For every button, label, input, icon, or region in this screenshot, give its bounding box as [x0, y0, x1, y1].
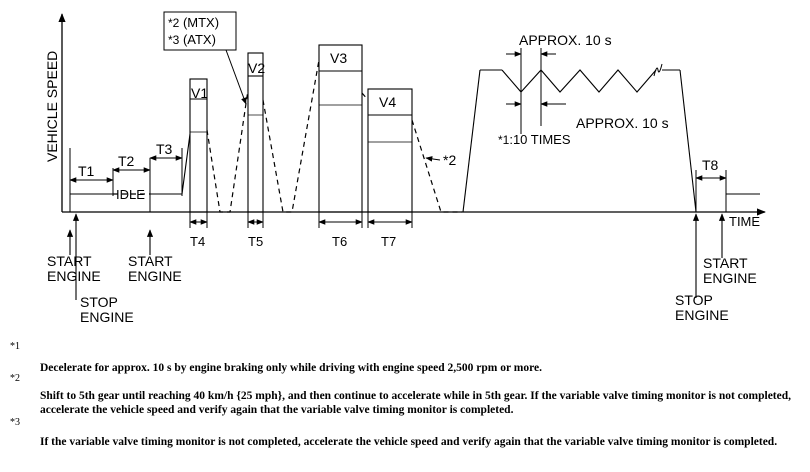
time-label-t7: T7 — [381, 234, 396, 249]
star2-label: *2 — [443, 152, 456, 168]
speed-label-v1: V1 — [191, 85, 208, 101]
start-engine-2: START ENGINE — [128, 253, 182, 284]
note-3-mark: *3 — [10, 417, 20, 428]
speed-label-v3: V3 — [330, 50, 347, 66]
note-1-text: Decelerate for approx. 10 s by engine br… — [40, 362, 542, 374]
dashed-transitions — [113, 59, 462, 213]
dimension-lines — [69, 48, 727, 228]
speed-label-v4: V4 — [379, 94, 396, 110]
start-engine-3: START ENGINE — [703, 255, 757, 286]
time-label-t4: T4 — [190, 234, 205, 249]
speed-profile — [70, 44, 760, 213]
note-2-text: Shift to 5th gear until reaching 40 km/h… — [40, 390, 792, 416]
approx-10s-right: APPROX. 10 s — [576, 115, 669, 131]
x-axis-label: TIME — [729, 214, 760, 229]
approx-10s-top: APPROX. 10 s — [519, 32, 612, 48]
time-label-t2: T2 — [118, 153, 135, 169]
note-2-mark: *2 — [10, 373, 20, 384]
time-label-t5: T5 — [248, 234, 263, 249]
drive-cycle-diagram: VEHICLE SPEED TIME — [44, 11, 766, 325]
speed-label-v2: V2 — [248, 60, 265, 76]
axis-break-mark — [653, 63, 663, 77]
stop-engine-2: STOP ENGINE — [675, 292, 729, 323]
note-3-text: If the variable valve timing monitor is … — [40, 436, 778, 448]
ten-times-label: *1:10 TIMES — [498, 132, 571, 147]
time-label-t3: T3 — [156, 141, 173, 157]
y-axis-label: VEHICLE SPEED — [44, 51, 60, 162]
stop-engine-1: STOP ENGINE — [80, 294, 134, 325]
idle-label: IDLE — [116, 187, 145, 202]
time-label-t1: T1 — [78, 163, 95, 179]
star2-arrow — [425, 156, 441, 162]
note-1-mark: *1 — [10, 341, 20, 352]
time-label-t8: T8 — [702, 157, 719, 173]
footnotes: *1 Decelerate for approx. 10 s by engine… — [0, 335, 810, 472]
svg-text:*3 (ATX): *3 (ATX) — [168, 32, 216, 47]
start-engine-1: START ENGINE — [47, 253, 101, 284]
gear-callout: *2 (MTX) *3 (ATX) — [163, 11, 247, 105]
svg-text:*2 (MTX): *2 (MTX) — [168, 15, 219, 30]
event-arrows — [66, 213, 726, 300]
time-label-t6: T6 — [332, 234, 347, 249]
